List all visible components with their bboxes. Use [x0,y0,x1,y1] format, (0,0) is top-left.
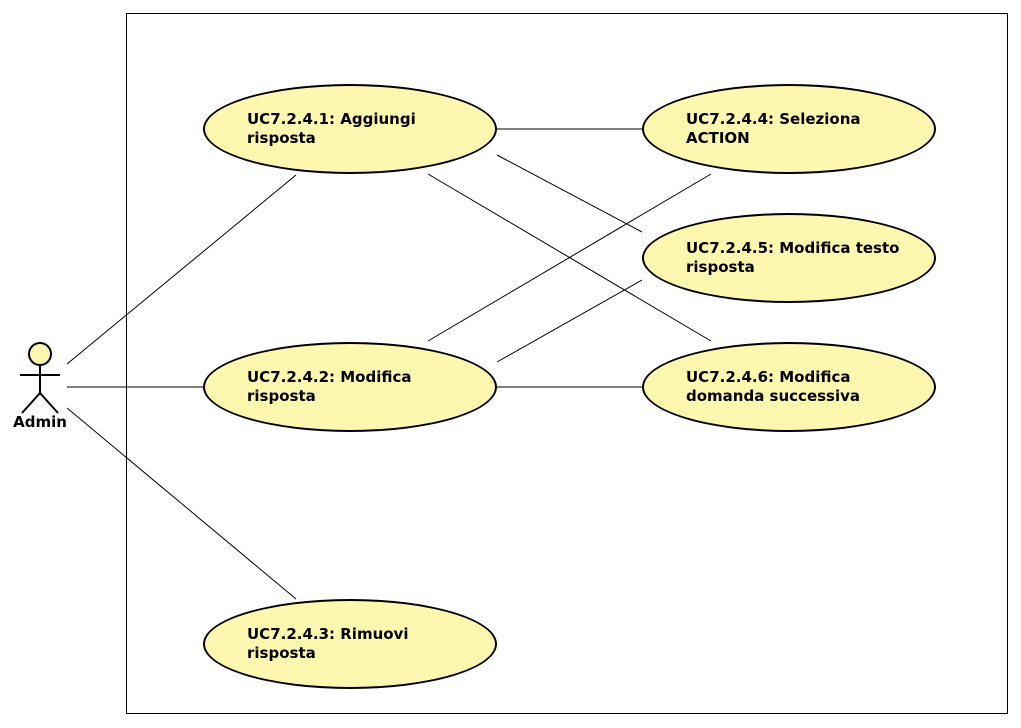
association-uc1-uc5 [496,154,643,233]
actor-label: Admin [13,413,67,431]
actor-left-leg [21,392,41,414]
use-case-modifica-risposta[interactable]: UC7.2.4.2: Modifica risposta [203,342,497,432]
association-uc2-uc4 [427,173,712,342]
actor-right-leg [39,392,59,414]
association-uc2-uc5 [496,279,643,363]
use-case-label: UC7.2.4.6: Modifica domanda successiva [686,368,861,405]
use-case-aggiungi-risposta[interactable]: UC7.2.4.1: Aggiungi risposta [203,84,497,174]
association-actor-uc3 [66,407,297,600]
use-case-label: UC7.2.4.4: Seleziona ACTION [686,110,861,147]
use-case-rimuovi-risposta[interactable]: UC7.2.4.3: Rimuovi risposta [203,599,497,689]
use-case-label: UC7.2.4.1: Aggiungi risposta [247,110,416,147]
actor-head [28,342,52,366]
use-case-modifica-testo-risposta[interactable]: UC7.2.4.5: Modifica testo risposta [642,213,936,303]
use-case-modifica-domanda-successiva[interactable]: UC7.2.4.6: Modifica domanda successiva [642,342,936,432]
actor-figure [20,342,60,414]
use-case-label: UC7.2.4.5: Modifica testo risposta [686,239,900,276]
use-case-seleziona-action[interactable]: UC7.2.4.4: Seleziona ACTION [642,84,936,174]
use-case-label: UC7.2.4.3: Rimuovi risposta [247,625,409,662]
association-actor-uc1 [66,174,297,365]
use-case-label: UC7.2.4.2: Modifica risposta [247,368,412,405]
